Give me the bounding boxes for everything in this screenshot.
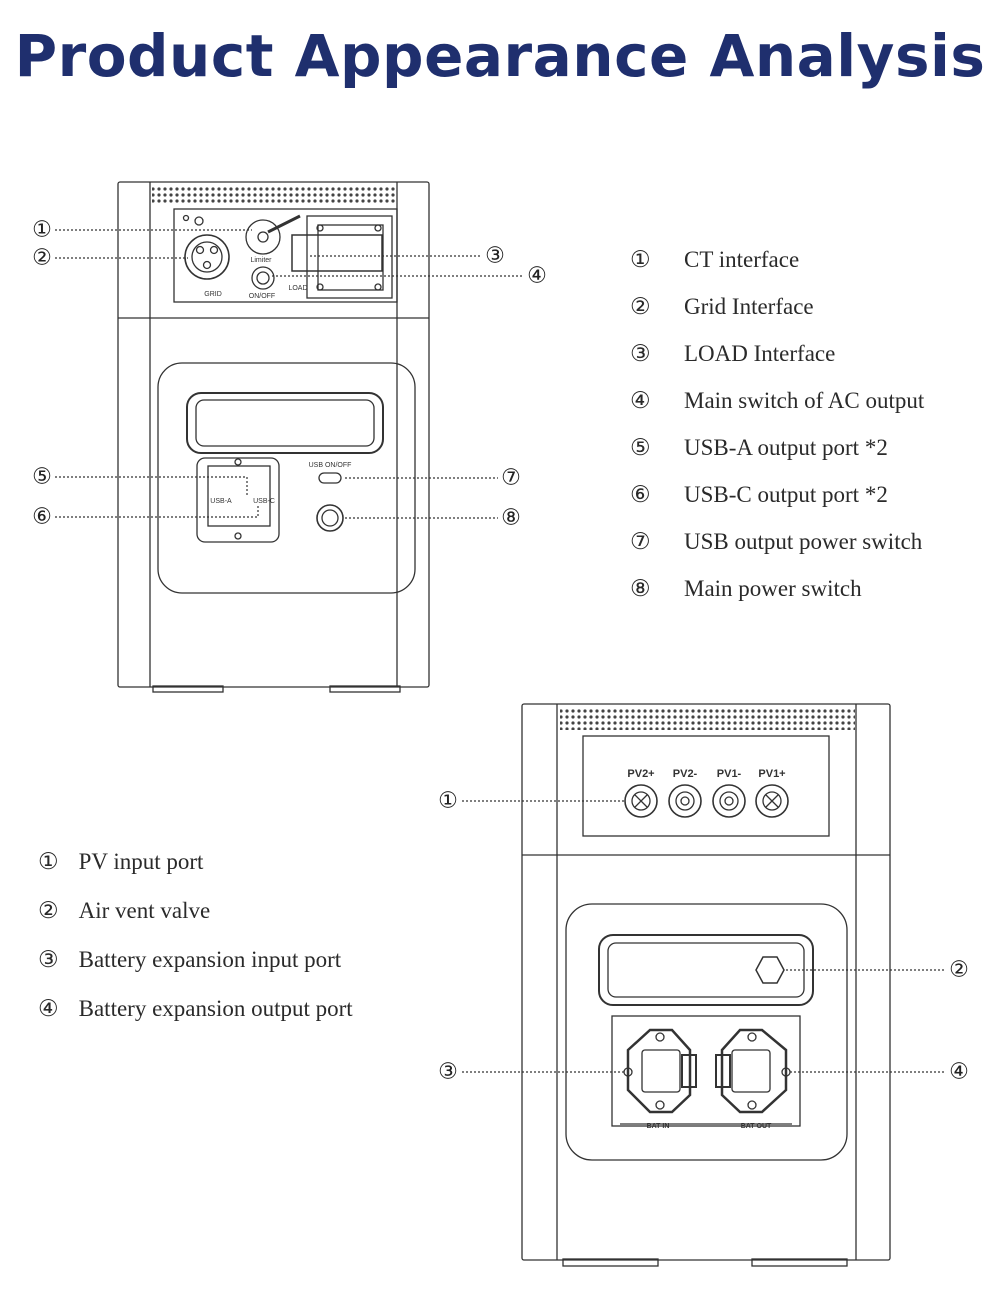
legend-number: ③: [38, 947, 59, 972]
bat-out-connector: [715, 1028, 791, 1114]
label-load: LOAD: [288, 285, 307, 292]
back-legend-item: ④ Battery expansion output port: [38, 992, 376, 1025]
front-legend-item: ⑦ USB output power switch: [630, 525, 990, 558]
usb-port-panel: [196, 457, 280, 543]
back-callout-3: ③: [438, 1060, 458, 1085]
front-callout-5: ⑤: [32, 465, 52, 490]
ct-limiter-port: [245, 219, 281, 255]
label-usb-c: USB-C: [253, 498, 275, 505]
back-view-drawing: [521, 703, 891, 1267]
legend-number: ①: [630, 247, 651, 272]
pv-port-panel: [582, 735, 830, 837]
front-view-drawing: [117, 181, 430, 693]
legend-text: USB-A output port *2: [684, 435, 888, 460]
label-pv2-plus: PV2+: [627, 768, 654, 780]
front-legend-item: ⑤ USB-A output port *2: [630, 431, 990, 464]
legend-number: ④: [630, 388, 651, 413]
legend-number: ②: [630, 294, 651, 319]
pv-connector-pv1-plus: [755, 784, 789, 818]
front-callout-4: ④: [527, 264, 547, 289]
label-pv2-minus: PV2-: [673, 768, 698, 780]
legend-text: USB output power switch: [684, 529, 923, 554]
front-legend-item: ② Grid Interface: [630, 290, 990, 323]
legend-text: PV input port: [78, 849, 204, 874]
back-callout-2: ②: [949, 958, 969, 983]
label-grid: GRID: [204, 291, 222, 298]
front-callout-8: ⑧: [501, 506, 521, 531]
legend-number: ⑦: [630, 529, 651, 554]
legend-number: ⑤: [630, 435, 651, 460]
back-top-vents: [560, 708, 855, 730]
back-callout-4: ④: [949, 1060, 969, 1085]
front-callout-6: ⑥: [32, 505, 52, 530]
pv-connector-pv2-minus: [668, 784, 702, 818]
legend-number: ⑥: [630, 482, 651, 507]
front-callout-3: ③: [485, 244, 505, 269]
front-handle: [186, 392, 384, 454]
label-usb-a: USB-A: [210, 498, 232, 505]
ac-output-switch: [251, 266, 275, 290]
label-pv1-minus: PV1-: [717, 768, 742, 780]
label-usb-onoff: USB ON/OFF: [309, 462, 352, 469]
pv-connector-pv1-minus: [712, 784, 746, 818]
front-callout-1: ①: [32, 218, 52, 243]
front-legend-item: ① CT interface: [630, 243, 990, 276]
legend-text: Main switch of AC output: [684, 388, 925, 413]
back-legend-item: ③ Battery expansion input port: [38, 943, 376, 976]
front-leader-lines: [55, 229, 524, 519]
legend-text: Air vent valve: [78, 898, 211, 923]
battery-port-panel: [611, 1015, 801, 1127]
legend-number: ①: [38, 849, 59, 874]
air-vent-valve: [755, 956, 785, 984]
front-port-panel: [173, 208, 398, 303]
back-callout-1: ①: [438, 789, 458, 814]
back-legend-item: ① PV input port: [38, 845, 376, 878]
legend-text: CT interface: [684, 247, 800, 272]
front-callout-2: ②: [32, 246, 52, 271]
legend-text: Main power switch: [684, 576, 862, 601]
legend-number: ③: [630, 341, 651, 366]
usb-power-switch: [318, 472, 342, 484]
main-power-switch: [316, 504, 344, 532]
label-pv1-plus: PV1+: [758, 768, 785, 780]
front-legend-item: ④ Main switch of AC output: [630, 384, 990, 417]
front-legend: ① CT interface ② Grid Interface ③ LOAD Inte…: [630, 243, 990, 619]
label-onoff: ON/OFF: [249, 293, 275, 300]
legend-text: Battery expansion output port: [78, 996, 353, 1021]
back-control-face: [565, 903, 848, 1161]
legend-number: ⑧: [630, 576, 651, 601]
front-legend-item: ⑧ Main power switch: [630, 572, 990, 605]
page-title: Product Appearance Analysis: [14, 22, 986, 90]
front-top-vents: [152, 186, 396, 204]
pv-connector-pv2-plus: [624, 784, 658, 818]
label-bat-out: BAT-OUT: [741, 1123, 772, 1130]
legend-text: Battery expansion input port: [78, 947, 342, 972]
label-limiter: Limiter: [250, 257, 272, 264]
front-legend-item: ③ LOAD Interface: [630, 337, 990, 370]
back-handle: [598, 934, 814, 1006]
back-legend: ① PV input port ② Air vent valve ③ Battery …: [38, 845, 376, 1041]
legend-text: Grid Interface: [684, 294, 814, 319]
grid-connector: [184, 234, 230, 280]
legend-number: ②: [38, 898, 59, 923]
legend-text: LOAD Interface: [684, 341, 836, 366]
back-legend-item: ② Air vent valve: [38, 894, 376, 927]
legend-number: ④: [38, 996, 59, 1021]
front-legend-item: ⑥ USB-C output port *2: [630, 478, 990, 511]
back-leader-lines: [462, 800, 944, 1073]
bat-in-connector: [623, 1028, 697, 1114]
load-socket-cover: [306, 215, 393, 299]
label-bat-in: BAT-IN: [647, 1123, 670, 1130]
front-callout-7: ⑦: [501, 466, 521, 491]
legend-text: USB-C output port *2: [684, 482, 888, 507]
